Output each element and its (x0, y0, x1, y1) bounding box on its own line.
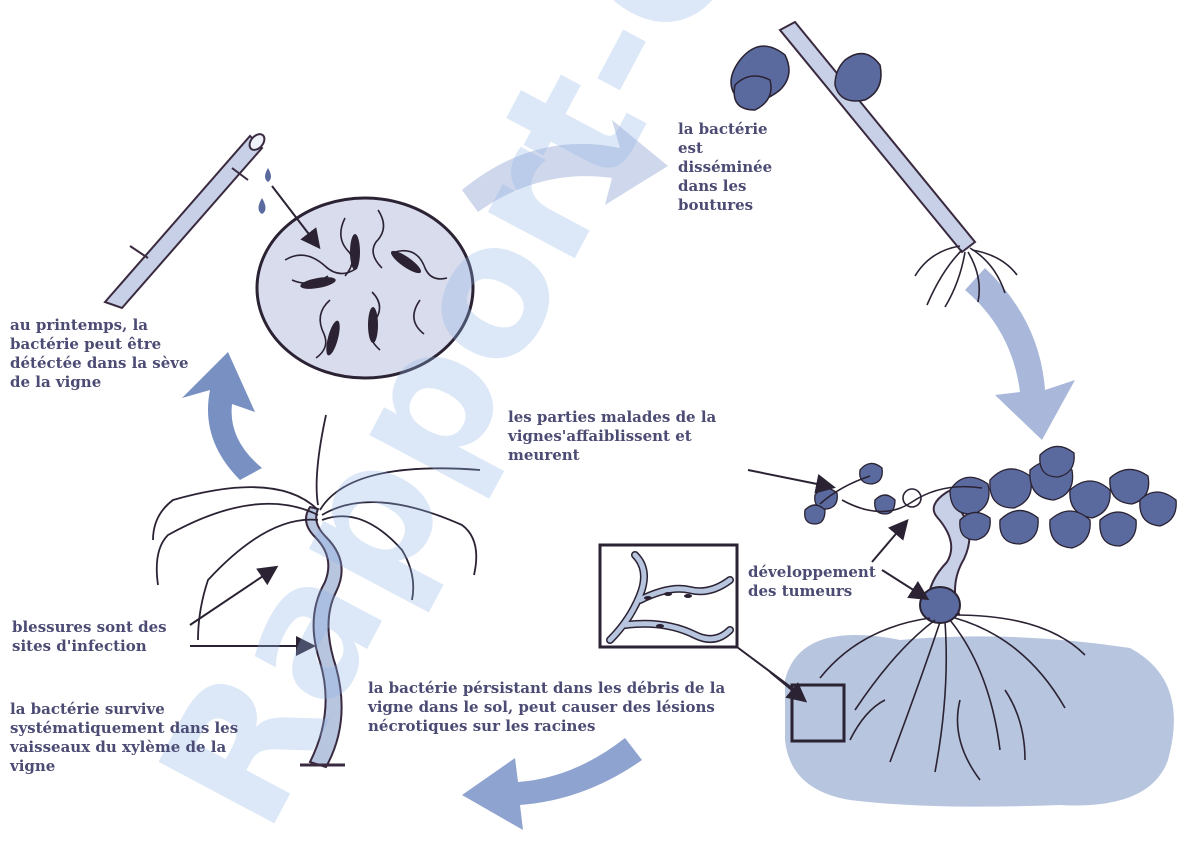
label-tumors: développement des tumeurs (748, 563, 876, 601)
label-spring-sap: au printemps, la bactérie peut être dété… (10, 316, 189, 392)
label-soil-debris: la bactérie pérsistant dans les débris d… (368, 679, 725, 736)
cut-cane-illustration (105, 131, 271, 308)
cycle-arrow-right (965, 268, 1075, 440)
cycle-arrow-left (182, 352, 262, 480)
pointer-tumor-lower (882, 570, 926, 598)
bacteria-magnification (257, 186, 473, 378)
label-cuttings: la bactérie est disséminée dans les bout… (678, 120, 772, 215)
pointer-tumor-upper (872, 522, 906, 562)
label-xylem: la bactérie survive systématiquement dan… (10, 700, 238, 776)
cycle-arrow-top (462, 120, 668, 212)
label-diseased-parts: les parties malades de la vignes'affaibl… (508, 408, 716, 465)
infected-cutting-illustration (731, 22, 1017, 307)
pointer-diseased-parts (748, 470, 832, 487)
cycle-arrow-bottom (462, 738, 642, 830)
label-wounds: blessures sont des sites d'infection (12, 618, 167, 656)
tumor-vine-illustration (785, 446, 1176, 806)
